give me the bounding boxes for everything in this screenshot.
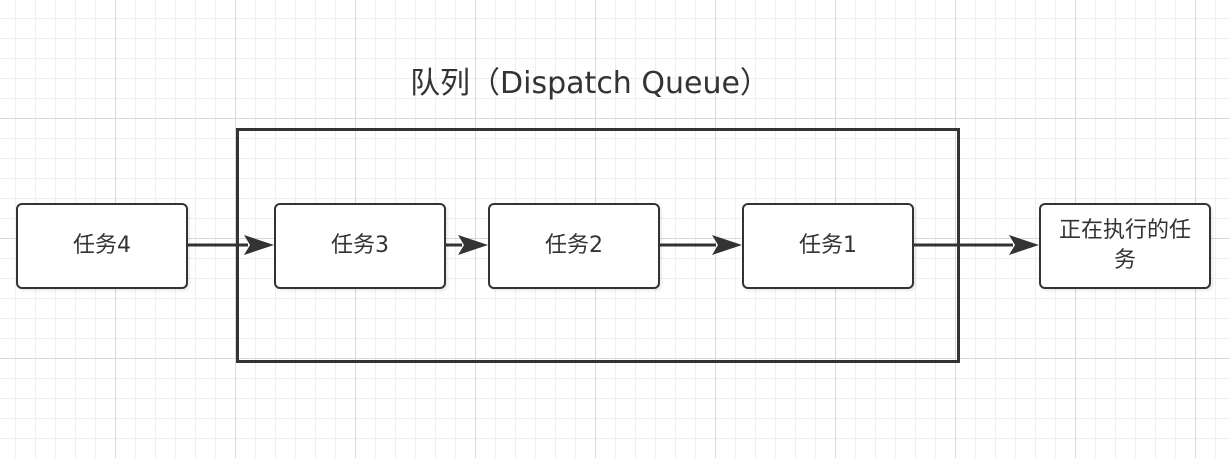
running-task-node[interactable]: 正在执行的任务 xyxy=(1039,203,1211,289)
task-1-label: 任务1 xyxy=(799,233,857,258)
task-3-node[interactable]: 任务3 xyxy=(274,203,446,289)
arrowhead-running xyxy=(1009,235,1039,255)
task-2-label: 任务2 xyxy=(545,233,603,258)
task-3-label: 任务3 xyxy=(331,233,389,258)
task-1-node[interactable]: 任务1 xyxy=(742,203,914,289)
queue-title: 队列（Dispatch Queue） xyxy=(410,66,770,101)
running-task-label: 正在执行的任务 xyxy=(1059,218,1192,273)
task-4-label: 任务4 xyxy=(73,233,131,258)
task-4-node[interactable]: 任务4 xyxy=(16,203,188,289)
task-2-node[interactable]: 任务2 xyxy=(488,203,660,289)
